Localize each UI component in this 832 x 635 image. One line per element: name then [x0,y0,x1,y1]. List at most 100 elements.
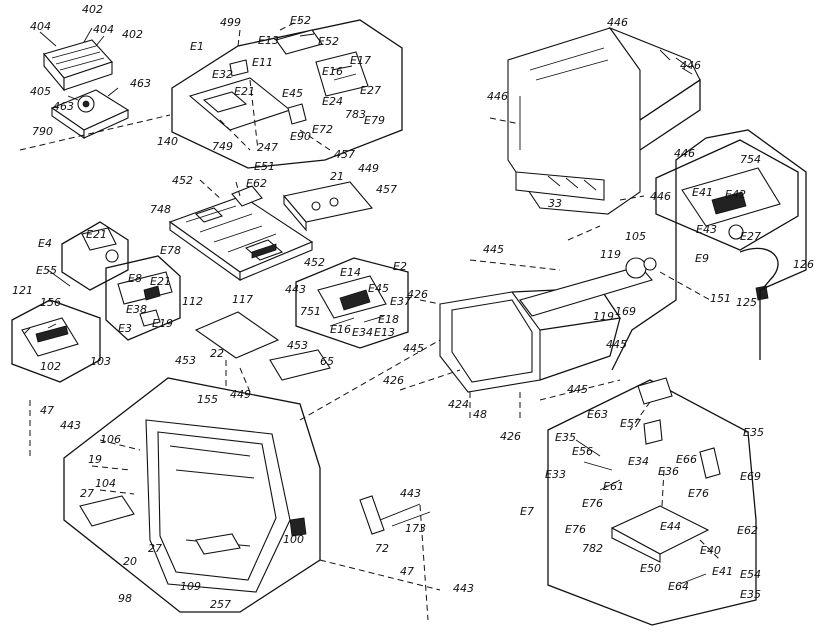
part-label-453b: 453 [175,354,196,367]
part-label-E4: E4 [38,237,52,250]
assembly-102-103 [11,299,101,383]
part-label-E50: E50 [640,562,661,575]
part-label-443c: 443 [400,487,421,500]
part-label-E76a: E76 [688,487,709,500]
part-label-E9: E9 [695,252,709,265]
part-label-E36: E36 [658,465,679,478]
part-label-72: 72 [375,542,389,555]
part-label-457b: 457 [376,183,397,196]
part-label-463a: 463 [130,77,151,90]
part-label-E16: E16 [322,65,343,78]
assembly-e3 [105,255,181,341]
part-label-E64: E64 [668,580,689,593]
part-label-E76b: E76 [582,497,603,510]
part-label-E24: E24 [322,95,343,108]
part-label-E32: E32 [212,68,233,81]
assembly-e2 [295,257,409,349]
part-label-E55: E55 [36,264,57,277]
part-label-E61: E61 [603,480,624,493]
part-label-E14: E14 [340,266,361,279]
part-label-452b: 452 [304,256,325,269]
part-label-119a: 119 [600,248,621,261]
part-label-156: 156 [40,296,61,309]
part-label-445d: 445 [567,383,588,396]
part-label-446c: 446 [487,90,508,103]
bracket-21 [282,181,374,232]
bracket-72 [29,400,441,621]
part-label-446d: 446 [674,147,695,160]
part-label-117: 117 [232,293,253,306]
part-label-E52b: E52 [318,35,339,48]
guide-lines [299,271,711,421]
part-label-402b: 402 [122,28,143,41]
part-label-748: 748 [150,203,171,216]
part-label-126: 126 [793,258,814,271]
part-label-E37: E37 [390,295,411,308]
part-label-E69: E69 [740,470,761,483]
part-label-100: 100 [283,533,304,546]
picture-tube [399,257,657,420]
part-label-E42: E42 [725,188,746,201]
part-label-E62b: E62 [737,524,758,537]
part-label-445c: 445 [403,342,424,355]
part-label-21: 21 [330,170,344,183]
part-label-E34: E34 [352,326,373,339]
part-label-E21c: E21 [150,275,171,288]
part-label-E45b: E45 [368,282,389,295]
part-label-E41a: E41 [692,186,713,199]
part-label-463b: 463 [53,100,74,113]
part-label-453a: 453 [287,339,308,352]
part-label-E35b: E35 [555,431,576,444]
part-label-E27b: E27 [740,230,761,243]
part-label-E13a: E13 [258,34,279,47]
part-label-E21a: E21 [234,85,255,98]
part-label-106: 106 [100,433,121,446]
part-label-443b: 443 [60,419,81,432]
part-label-426b: 426 [383,374,404,387]
part-label-E41b: E41 [712,565,733,578]
assembly-e8 [655,139,799,251]
part-label-790: 790 [32,125,53,138]
part-label-102: 102 [40,360,61,373]
part-label-452: 452 [172,174,193,187]
part-label-457a: 457 [334,148,355,161]
monitor-rear-cabinet [489,26,701,241]
part-label-E17: E17 [350,54,371,67]
part-label-E54: E54 [740,568,761,581]
part-label-155: 155 [197,393,218,406]
part-label-140: 140 [157,135,178,148]
part-label-782: 782 [582,542,603,555]
part-label-E66: E66 [676,453,697,466]
part-label-151: 151 [710,292,731,305]
part-label-104: 104 [95,477,116,490]
part-label-48: 48 [473,408,487,421]
part-label-E90: E90 [290,130,311,143]
part-label-E76c: E76 [565,523,586,536]
part-label-E18: E18 [378,313,399,326]
part-label-426a: 426 [407,288,428,301]
part-label-E40: E40 [700,544,721,557]
part-label-E51: E51 [254,160,275,173]
part-label-257: 257 [210,598,231,611]
plate-22 [194,311,331,393]
part-label-E44: E44 [660,520,681,533]
part-label-27a: 27 [80,487,94,500]
assembly-e4 [47,221,129,291]
part-label-751: 751 [300,305,321,318]
part-label-E19: E19 [152,317,173,330]
part-label-E1: E1 [190,40,204,53]
part-label-E3: E3 [118,322,132,335]
part-label-754: 754 [740,153,761,166]
part-label-E79: E79 [364,114,385,127]
assembly-e7 [547,377,757,626]
part-label-499a: 499 [220,16,241,29]
main-circuit-board [168,179,331,282]
part-label-169: 169 [615,305,636,318]
part-label-404b: 404 [93,23,114,36]
right-outline-frame [611,129,807,371]
part-label-22: 22 [210,347,224,360]
part-label-E35c: E35 [740,588,761,601]
part-label-E27a: E27 [360,84,381,97]
part-label-19: 19 [88,453,102,466]
